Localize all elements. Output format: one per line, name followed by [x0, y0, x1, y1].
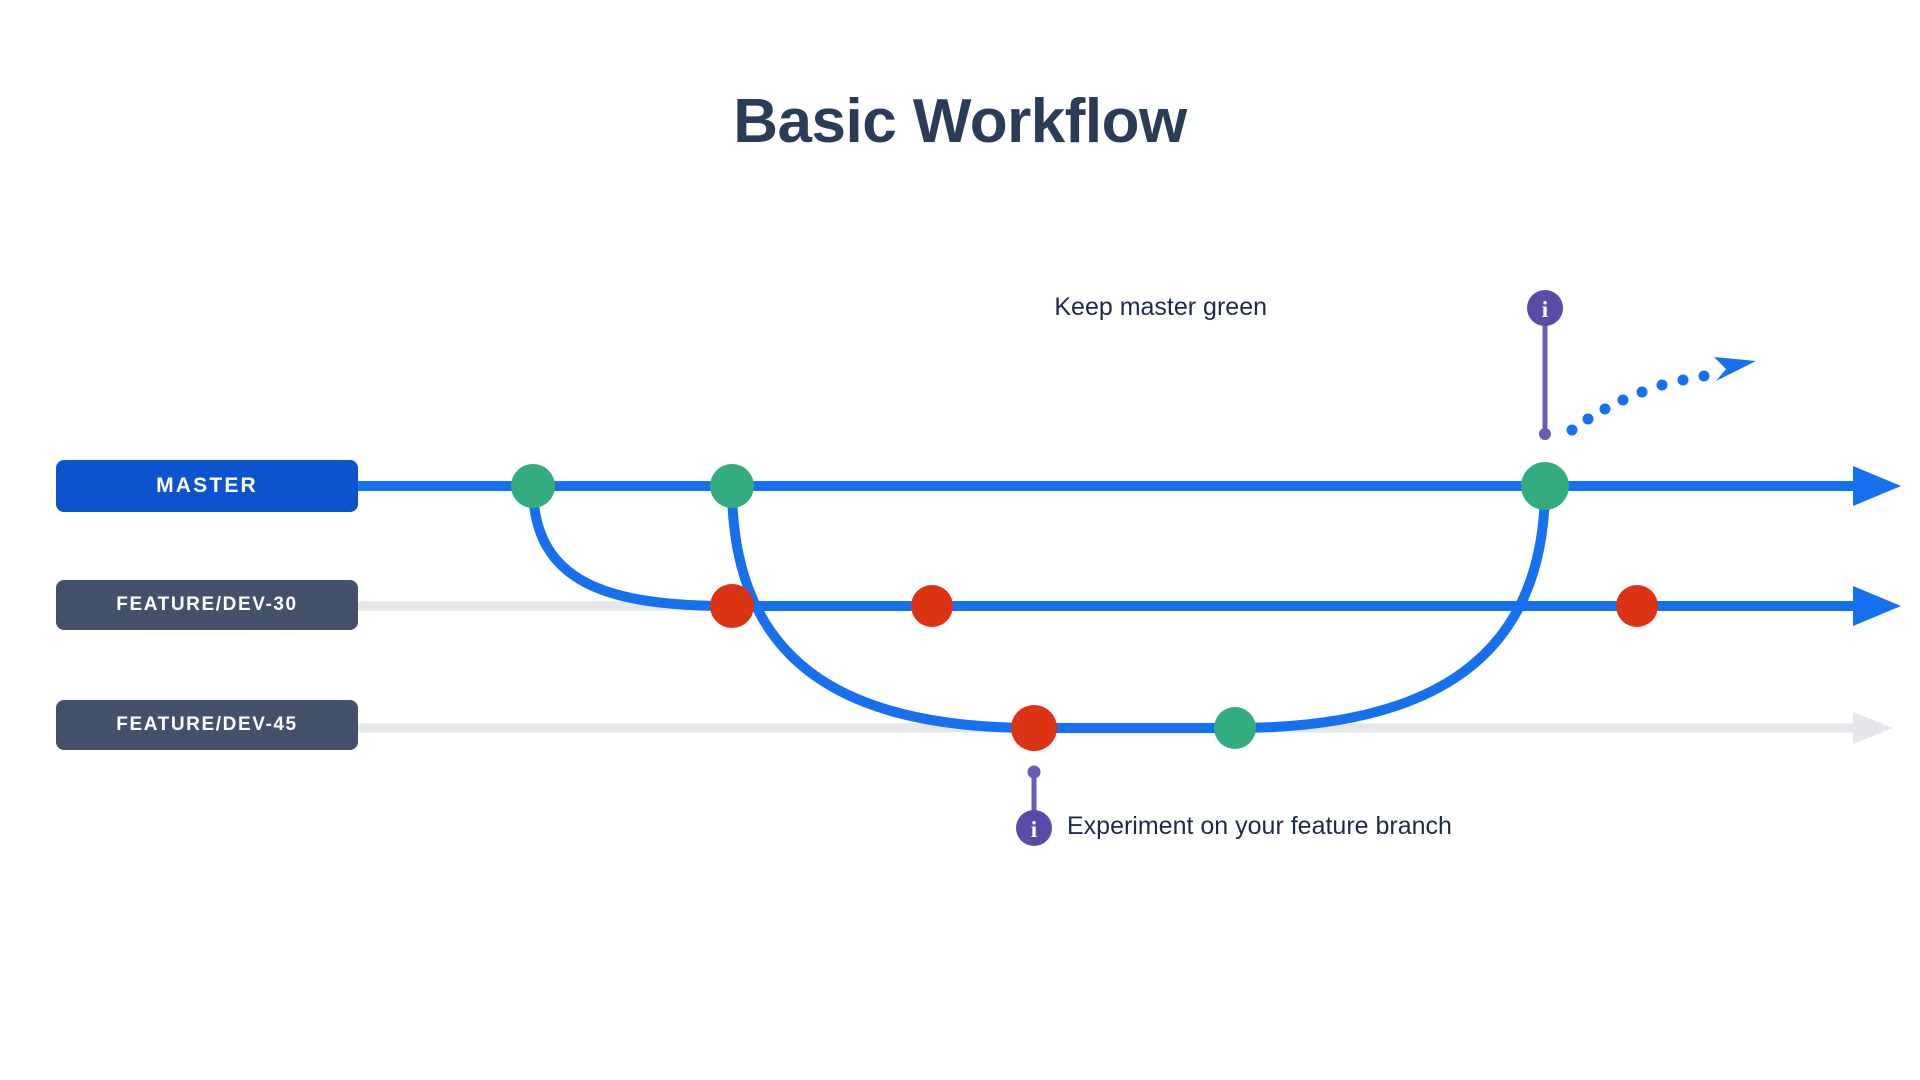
svg-text:i: i [1031, 817, 1038, 842]
branch-badge-feature-dev-30[interactable]: FEATURE/DEV-30 [56, 580, 358, 630]
branch-curve-master-to-dev45 [727, 481, 1039, 733]
commit-node-green[interactable] [1214, 707, 1256, 749]
arrow-dev45-gray [1853, 712, 1893, 744]
branch-badge-feature-dev-30-label: FEATURE/DEV-30 [116, 594, 298, 615]
commit-node-green[interactable] [710, 464, 754, 508]
branch-badge-feature-dev-45[interactable]: FEATURE/DEV-45 [56, 700, 358, 750]
branch-curve-master-to-dev30 [528, 481, 737, 611]
dotted-future-arrow [1566, 357, 1756, 436]
info-icon-experiment[interactable]: i [1016, 810, 1052, 846]
svg-text:i: i [1542, 297, 1549, 322]
commit-node-red[interactable] [911, 585, 953, 627]
branch-badge-master[interactable]: MASTER [56, 460, 358, 512]
annotation-label-experiment: Experiment on your feature branch [1067, 812, 1452, 840]
arrow-master-blue [1853, 466, 1901, 506]
annotation-connector-keep-master-green [1539, 320, 1551, 440]
annotation-label-keep-master-green: Keep master green [1054, 293, 1267, 321]
commit-node-green[interactable] [1521, 462, 1569, 510]
commit-node-red[interactable] [1011, 705, 1057, 751]
commit-node-green[interactable] [511, 464, 555, 508]
info-icon-keep-master-green[interactable]: i [1527, 290, 1563, 326]
commit-node-red[interactable] [1616, 585, 1658, 627]
merge-curve-dev45-to-master [1230, 481, 1550, 733]
arrow-dev30-blue [1853, 586, 1901, 626]
branch-badge-master-label: MASTER [156, 474, 258, 497]
commit-node-red[interactable] [710, 584, 754, 628]
page-title: Basic Workflow [733, 87, 1187, 156]
branch-badge-feature-dev-45-label: FEATURE/DEV-45 [116, 714, 298, 735]
